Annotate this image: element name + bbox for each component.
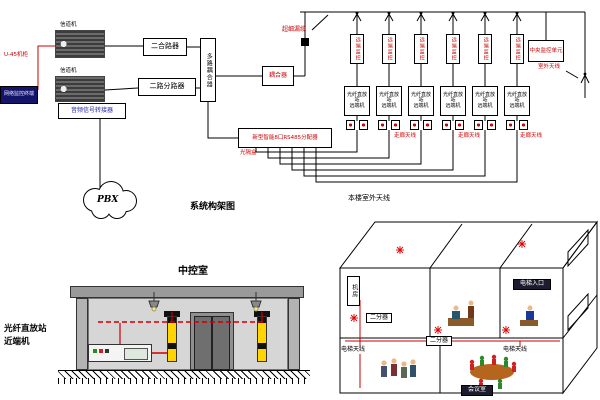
front-view-title: 中控室: [178, 266, 208, 277]
coupler-box: 耦合器: [262, 66, 294, 86]
people-group-lobby: [381, 358, 416, 378]
corridor-antenna-label: 走廊天线: [394, 133, 417, 139]
remote-unit-box: 光纤直放站远端机: [344, 86, 370, 116]
leaky-cable-label: 超细漏缆: [282, 26, 307, 33]
building-column-left: [76, 298, 88, 370]
branch-coupler-box: [487, 120, 496, 130]
front-device-label-2: 近端机: [4, 337, 30, 347]
panel-led-green: [93, 349, 97, 353]
splitter-left-label: 二分器: [366, 313, 392, 323]
branch-coupler-box: [455, 120, 464, 130]
splitter-mid-label: 二分器: [426, 336, 452, 346]
remote-monitor-box: 远端监控: [382, 34, 396, 64]
branch-coupler-box: [359, 120, 368, 130]
remote-monitor-box: 远端监控: [510, 34, 524, 64]
panel-led-dark: [105, 349, 109, 353]
panel-display: [124, 348, 148, 360]
indoor-antenna-mark: [350, 314, 358, 322]
antenna-rod-left: [167, 316, 177, 362]
branch-coupler-box: [423, 120, 432, 130]
person-right-office: [520, 305, 538, 326]
ground-ticks: [58, 378, 310, 384]
door-left: [194, 316, 212, 370]
remote-unit-line1: 光纤直放站: [506, 91, 527, 104]
antenna-rod-right: [257, 316, 267, 362]
branch-coupler-box: [378, 120, 387, 130]
remote-unit-box: 光纤直放站远端机: [472, 86, 498, 116]
indoor-antenna-mark: [502, 326, 510, 334]
multicoupler-box: 多路耦合器: [200, 38, 216, 102]
building-beam: [70, 286, 304, 298]
device-top-label: 信道机: [60, 22, 77, 28]
remote-unit-line1: 光纤直放站: [346, 91, 367, 104]
remote-unit-line2: 远端机: [509, 102, 525, 109]
combiner-box: 二合路器: [143, 38, 187, 56]
branch-coupler-box: [519, 120, 528, 130]
branch-coupler-box: [474, 120, 483, 130]
remote-unit-line2: 远端机: [349, 102, 365, 109]
device-bottom-label: 信道机: [60, 68, 77, 74]
remote-unit-box: 光纤直放站远端机: [376, 86, 402, 116]
corridor-antenna-label: 走廊天线: [458, 133, 481, 139]
machine-room-label: 机房: [347, 276, 360, 306]
elevator-antenna-left-label: 电梯天线: [341, 346, 366, 354]
remote-monitor-box: 远端监控: [478, 34, 492, 64]
remote-unit-box: 光纤直放站远端机: [408, 86, 434, 116]
people-group-office: [448, 300, 474, 326]
front-device-label-1: 光纤直放站: [4, 324, 47, 334]
indoor-antenna-mark: [518, 240, 526, 248]
remote-monitor-box: 远端监控: [446, 34, 460, 64]
pbx-cloud-label: PBX: [97, 195, 119, 205]
distributor-box: 新型智能8口RS485分配器: [238, 128, 332, 148]
indoor-antenna-mark: [396, 246, 404, 254]
diagram-caption: 系统构架图: [190, 202, 236, 212]
splitter-box: 二路分路器: [138, 78, 196, 96]
remote-unit-line2: 远端机: [381, 102, 397, 109]
people-group-meeting: [469, 354, 517, 389]
rack-label: U-45机柜: [4, 52, 29, 58]
elevator-antenna-right-label: 电梯天线: [503, 346, 528, 354]
remote-unit-box: 光纤直放站远端机: [440, 86, 466, 116]
central-monitor-box: 中央监控单元: [528, 40, 564, 62]
branch-coupler-box: [410, 120, 419, 130]
remote-unit-line1: 光纤直放站: [378, 91, 399, 104]
outdoor-antenna-label: 室外天线: [538, 64, 561, 70]
remote-unit-line2: 远端机: [445, 102, 461, 109]
iso-building: [338, 220, 598, 395]
remote-monitor-box: 远端监控: [350, 34, 364, 64]
remote-unit-line2: 远端机: [413, 102, 429, 109]
remote-unit-box: 光纤直放站远端机: [504, 86, 530, 116]
meeting-room-label: 会议室: [461, 385, 493, 396]
branch-coupler-box: [346, 120, 355, 130]
panel-led-red: [99, 349, 103, 353]
remote-unit-line2: 远端机: [477, 102, 493, 109]
indoor-antenna-mark: [434, 326, 442, 334]
corridor-antenna-label: 走廊天线: [520, 133, 543, 139]
diagram-right-caption: 本楼室外天线: [348, 194, 390, 202]
repeater-panel: [88, 344, 152, 362]
elevator-entrance-label: 电梯入口: [513, 279, 551, 290]
branch-coupler-box: [506, 120, 515, 130]
remote-unit-line1: 光纤直放站: [442, 91, 463, 104]
branch-coupler-box: [391, 120, 400, 130]
audio-adapter-box: 音频信号转接器: [58, 103, 126, 119]
ground-hatch: [58, 370, 310, 379]
remote-unit-line1: 光纤直放站: [474, 91, 495, 104]
branch-coupler-box: [442, 120, 451, 130]
network-monitor-box: 网络监控终端: [0, 86, 38, 104]
radio-device-top: [55, 30, 105, 58]
building-column-right: [288, 298, 300, 370]
remote-monitor-box: 远端监控: [414, 34, 428, 64]
radio-device-bottom: [55, 76, 105, 102]
opto-box-label: 光隔盒: [240, 150, 257, 156]
door-right: [212, 316, 230, 370]
remote-unit-line1: 光纤直放站: [410, 91, 431, 104]
